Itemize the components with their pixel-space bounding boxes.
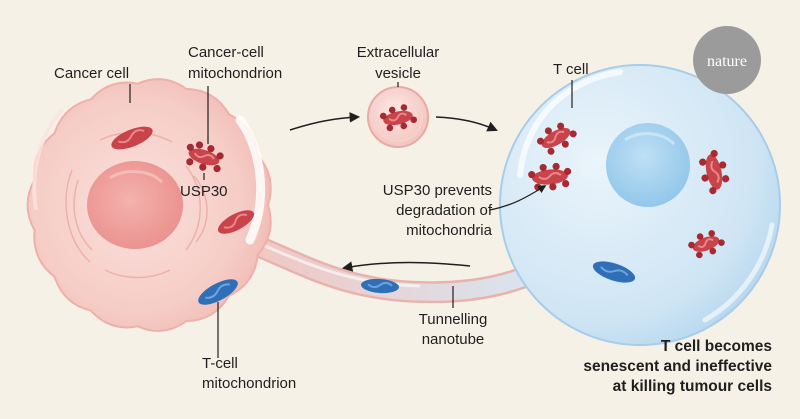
label-result-3: at killing tumour cells (613, 378, 772, 395)
label-usp30: USP30 (180, 183, 228, 200)
label-t-cell: T cell (553, 61, 589, 78)
label-result-1: T cell becomes (661, 338, 772, 355)
t-cell-nucleus (606, 123, 690, 207)
label-cancer-mito-2: mitochondrion (188, 65, 282, 82)
t-cell (499, 64, 781, 346)
t-cell-mitochondrion-in-tube (361, 278, 399, 294)
label-prevents-1: USP30 prevents (383, 182, 492, 199)
arrow-vesicle-to-t-cell (435, 116, 498, 132)
label-ev-1: Extracellular (357, 44, 440, 61)
label-t-cell-mito-1: T-cell (202, 355, 238, 372)
cancer-cell (26, 78, 272, 332)
label-nanotube-1: Tunnelling (419, 311, 488, 328)
label-cancer-mito-1: Cancer-cell (188, 44, 264, 61)
mito-cancer-2 (217, 210, 255, 234)
arrow-nanotube-to-cancer (341, 261, 471, 272)
t-cell-mitochondrion-red-1 (537, 122, 577, 155)
label-t-cell-mito-2: mitochondrion (202, 375, 296, 392)
pointer-prevents-to-mito (489, 185, 547, 211)
label-prevents-2: degradation of (396, 202, 493, 219)
label-ev-2: vesicle (375, 65, 421, 82)
vesicle-mitochondrion-usp30 (379, 104, 418, 132)
t-cell-mitochondrion-red-3 (699, 149, 730, 195)
mito-cancer-1 (111, 126, 153, 150)
cancer-cell-mitochondrion-usp30 (186, 141, 224, 173)
t-cell-mitochondrion-red-4 (688, 230, 725, 259)
t-cell-mitochondrion-red-2 (528, 162, 572, 191)
nature-logo: nature (693, 26, 761, 94)
label-nanotube-2: nanotube (422, 331, 485, 348)
label-result-2: senescent and ineffective (583, 358, 772, 375)
t-cell-mitochondrion-in-t-cell (592, 261, 636, 283)
t-cell-mitochondrion-in-cancer (198, 279, 238, 305)
label-prevents-3: mitochondria (406, 222, 493, 239)
label-cancer-cell: Cancer cell (54, 65, 129, 82)
nature-logo-text: nature (707, 53, 747, 70)
arrow-cancer-to-vesicle (289, 112, 361, 131)
cancer-cell-nucleus (87, 161, 183, 249)
